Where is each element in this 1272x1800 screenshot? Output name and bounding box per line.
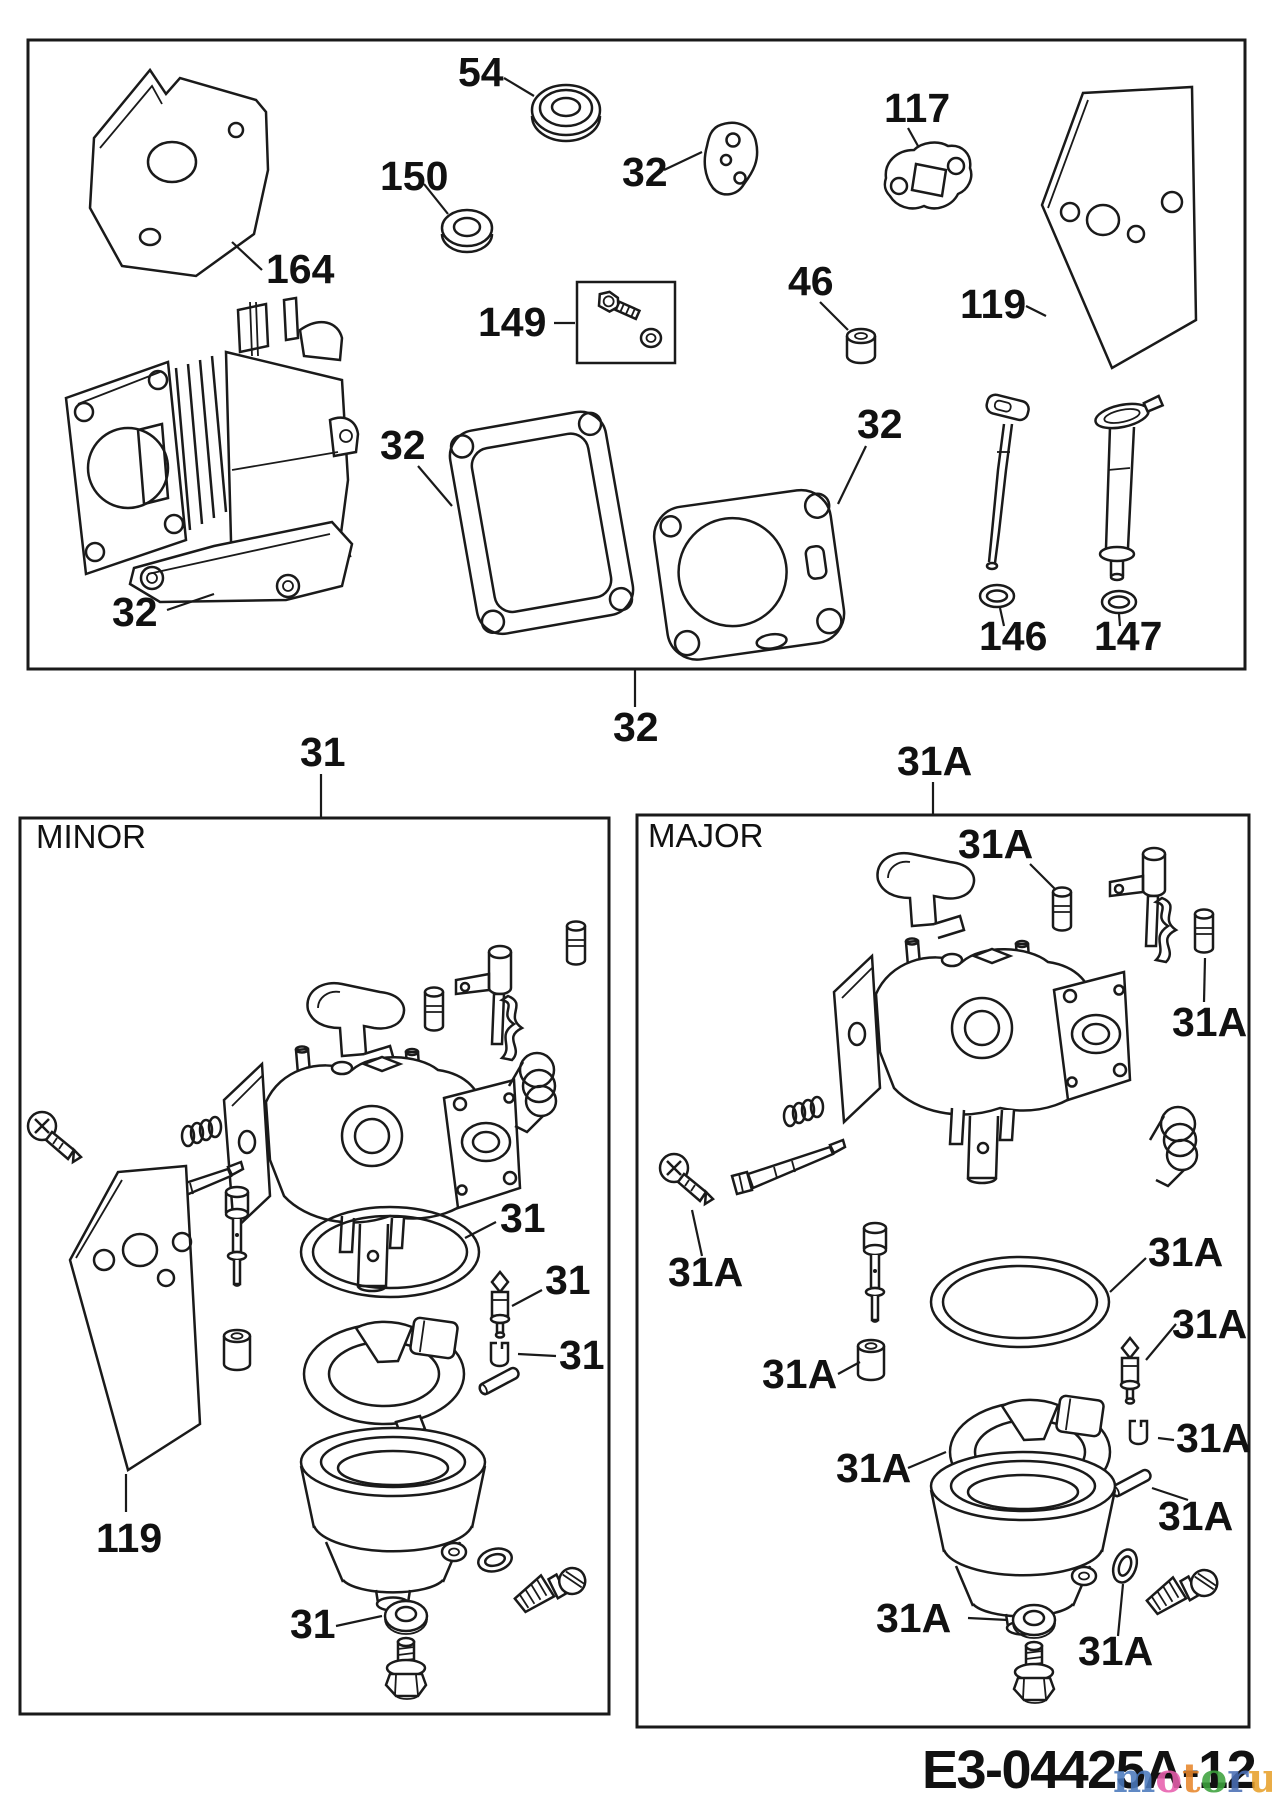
leader-147 <box>1117 613 1122 627</box>
callout-minor-oring: 31 <box>500 1195 546 1241</box>
leader-major-inlet <box>1029 863 1057 891</box>
ring-150-drawing <box>440 208 494 254</box>
leader-major-joint <box>1202 957 1207 1003</box>
breather-gasket-32-drawing <box>703 121 759 196</box>
callout-164: 164 <box>266 246 335 292</box>
head-gasket-32-drawing <box>652 488 846 661</box>
callout-major-inlet: 31A <box>958 821 1033 867</box>
leader-major-bushing <box>837 1361 861 1375</box>
leader-major-screw <box>690 1209 704 1257</box>
dipstick-146-drawing <box>978 393 1030 609</box>
callout-valve-32: 32 <box>380 422 426 468</box>
callout-minor-119: 119 <box>96 1515 162 1561</box>
callout-major-needle: 31A <box>1172 1301 1247 1347</box>
callout-minor-ref: 31 <box>300 729 346 775</box>
callout-54: 54 <box>458 49 504 95</box>
callout-119-top: 119 <box>960 281 1026 327</box>
minor-box-title: MINOR <box>36 818 146 855</box>
top-parts-box: 164 54 150 32 <box>26 38 1247 671</box>
cover-plate-164-drawing <box>88 67 270 278</box>
callout-149: 149 <box>478 299 546 345</box>
major-box-border <box>635 813 1251 1729</box>
leader-major-pin <box>1151 1486 1189 1502</box>
major-carburetor-drawing <box>658 846 1223 1705</box>
leader-119-top <box>1025 305 1047 317</box>
leader-146 <box>998 607 1006 627</box>
callout-major-bushing: 31A <box>762 1351 837 1397</box>
leader-minor-needle <box>511 1289 543 1307</box>
callout-major-washer: 31A <box>876 1595 951 1641</box>
callout-150: 150 <box>380 153 448 199</box>
callout-minor-needle: 31 <box>545 1257 591 1303</box>
major-box: MAJOR 31A 31A <box>635 813 1251 1729</box>
bushing-46-drawing <box>845 327 877 365</box>
exhaust-gasket-117-drawing <box>883 141 973 210</box>
leader-117 <box>907 127 919 147</box>
bearing-54-drawing <box>530 83 602 143</box>
engine-assembly-drawing <box>64 296 360 604</box>
callout-crankcase-32: 32 <box>112 589 158 635</box>
callout-head-32: 32 <box>857 401 903 447</box>
leader-major-drain-oring <box>1116 1583 1125 1637</box>
leader-major-float <box>907 1450 947 1470</box>
callout-major-joint: 31A <box>1172 999 1247 1045</box>
minor-box-border <box>18 816 611 1716</box>
top-box-border <box>26 38 1247 671</box>
callout-major-float: 31A <box>836 1445 911 1491</box>
leader-minor-clip <box>517 1352 557 1358</box>
side-plate-119-top-drawing <box>1040 85 1198 370</box>
callout-major-screw: 31A <box>668 1249 743 1295</box>
leader-major-washer <box>967 1616 1009 1622</box>
leader-150 <box>423 183 449 215</box>
leader-major-needle <box>1145 1323 1177 1361</box>
callout-major-oring: 31A <box>1148 1229 1223 1275</box>
minor-carburetor-drawing <box>26 920 591 1701</box>
leader-major-clip <box>1157 1436 1175 1442</box>
leader-valve-32 <box>417 465 453 507</box>
callout-146: 146 <box>979 613 1047 659</box>
leader-breather-32 <box>663 151 703 171</box>
hardware-kit-149-drawing <box>575 280 677 365</box>
leader-minor-washer <box>335 1614 383 1628</box>
minor-plate-119-drawing <box>68 1164 202 1472</box>
leader-46 <box>819 301 849 331</box>
leader-major-oring <box>1109 1257 1147 1293</box>
leader-crankcase-32 <box>166 592 215 612</box>
leader-164 <box>231 241 263 271</box>
minor-box: MINOR <box>18 816 611 1716</box>
document-code: E3-04425A-12 <box>922 1740 1255 1800</box>
callout-major-ref: 31A <box>897 738 972 784</box>
leader-minor-oring <box>464 1221 497 1239</box>
filler-tube-147-drawing <box>1094 394 1165 615</box>
watermark-logo: motoruf.de <box>1113 1755 1272 1800</box>
callout-breather-32: 32 <box>622 149 668 195</box>
valve-cover-gasket-32-drawing <box>448 410 635 636</box>
callout-major-drain-oring: 31A <box>1078 1628 1153 1674</box>
callout-117: 117 <box>884 85 950 131</box>
callout-major-clip: 31A <box>1176 1415 1251 1461</box>
callout-minor-washer: 31 <box>290 1601 336 1647</box>
callout-46: 46 <box>788 258 834 304</box>
callout-147: 147 <box>1094 613 1162 659</box>
callout-mid-32: 32 <box>613 704 659 750</box>
major-box-title: MAJOR <box>648 817 764 854</box>
leader-54 <box>503 77 535 97</box>
leader-head-32 <box>837 445 867 505</box>
callout-major-pin: 31A <box>1158 1493 1233 1539</box>
callout-minor-clip: 31 <box>559 1332 605 1378</box>
